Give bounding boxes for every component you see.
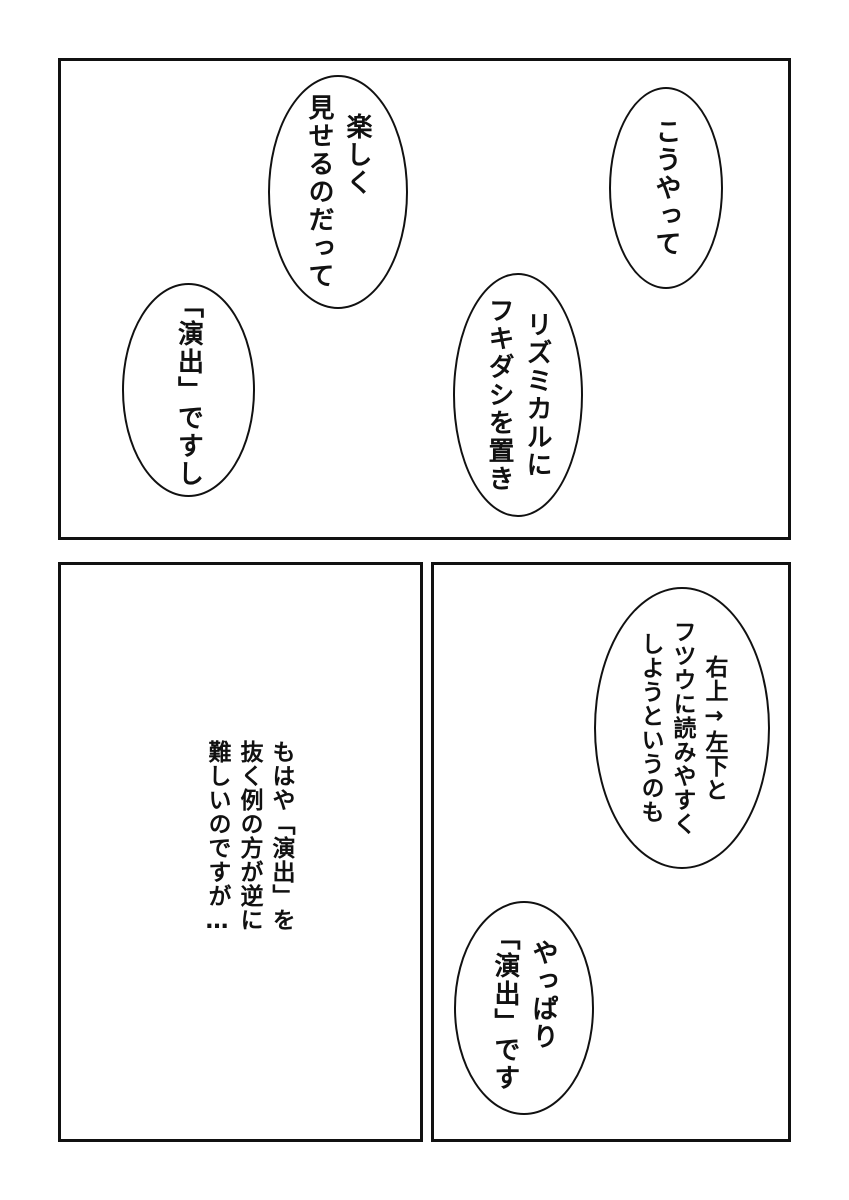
- speech-bubble-migiue: 右上→左下と フツウに読みやすく しようというのも: [594, 587, 770, 869]
- panel-bottom-right: 右上→左下と フツウに読みやすく しようというのも やっぱり 「演出」です: [431, 562, 791, 1142]
- speech-bubble-tanoshiku: 楽しく 見せるのだって: [268, 75, 408, 309]
- bubble-text-line: フキダシを置き: [484, 297, 514, 493]
- bubble-text-line: リズミカルに: [522, 311, 552, 479]
- panel-bottom-left: もはや「演出」を 抜く例の方が逆に 難しいのですが…: [58, 562, 423, 1142]
- bubble-text-line: こうやって: [651, 118, 681, 258]
- speech-bubble-yappari: やっぱり 「演出」です: [454, 901, 594, 1115]
- bubble-text-line: フツウに読みやすく: [669, 620, 695, 836]
- bubble-text-line: 見せるのだって: [304, 94, 334, 290]
- bubble-text-line: 「演出」ですし: [173, 292, 204, 488]
- bubble-text-line: しようというのも: [637, 632, 663, 824]
- narration-line: 難しいのですが…: [204, 740, 230, 935]
- narration-line: もはや「演出」を: [268, 740, 294, 932]
- panel-top: こうやって 楽しく 見せるのだって リズミカルに フキダシを置き 「演出」ですし: [58, 58, 791, 540]
- speech-bubble-rhythmical: リズミカルに フキダシを置き: [453, 273, 583, 517]
- speech-bubble-enshutsu-desushi: 「演出」ですし: [122, 283, 255, 497]
- bubble-text-line: やっぱり: [528, 939, 558, 1051]
- bubble-text-line: 右上→左下と: [701, 654, 727, 802]
- bubble-text-line: 「演出」です: [490, 924, 520, 1092]
- narration-line: 抜く例の方が逆に: [236, 740, 262, 932]
- speech-bubble-koyatte: こうやって: [609, 87, 723, 289]
- narration-text: もはや「演出」を 抜く例の方が逆に 難しいのですが…: [197, 740, 297, 1040]
- bubble-text-line: 楽しく: [342, 113, 372, 197]
